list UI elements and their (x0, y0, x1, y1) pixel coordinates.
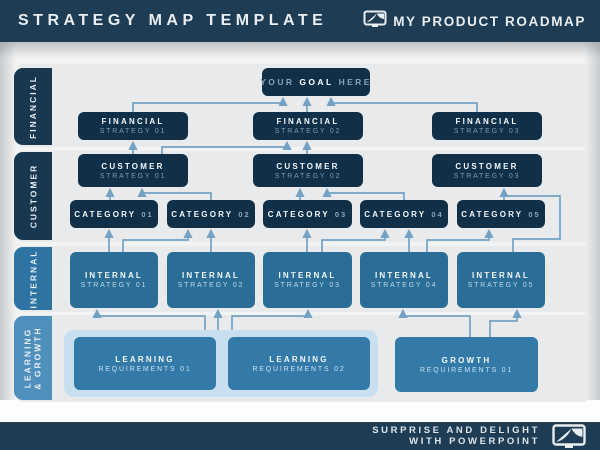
box-subtitle: STRATEGY 01 (80, 282, 148, 289)
box-title: GROWTH (441, 355, 492, 365)
tab-financial-label: FINANCIAL (28, 74, 38, 139)
category-number: 04 (431, 209, 444, 219)
category-label: CATEGORY (364, 209, 427, 219)
tab-learning-label-line1: LEARNING (23, 327, 33, 389)
box-title: INTERNAL (471, 271, 531, 280)
header-bar: STRATEGY MAP TEMPLATE MY PRODUCT ROADMAP (0, 0, 600, 42)
tab-learning-growth: LEARNING & GROWTH (14, 316, 52, 400)
box-title: CUSTOMER (455, 161, 519, 171)
box-subtitle: REQUIREMENTS 02 (252, 365, 346, 373)
internal-strategy-03-box: INTERNAL STRATEGY 03 (263, 252, 352, 308)
monitor-swoosh-icon (363, 10, 387, 33)
box-title: INTERNAL (84, 271, 144, 280)
box-title: CUSTOMER (276, 161, 340, 171)
financial-strategy-02-box: FINANCIAL STRATEGY 02 (253, 112, 363, 140)
box-subtitle: STRATEGY 03 (453, 128, 521, 135)
goal-post: HERE (338, 77, 372, 87)
right-edge-shade (584, 42, 600, 410)
customer-strategy-03-box: CUSTOMER STRATEGY 03 (432, 154, 542, 187)
box-subtitle: REQUIREMENTS 01 (98, 365, 192, 373)
box-subtitle: REQUIREMENTS 01 (419, 366, 514, 374)
tab-financial: FINANCIAL (14, 68, 52, 145)
box-title: FINANCIAL (455, 117, 519, 126)
box-subtitle: STRATEGY 04 (370, 282, 438, 289)
box-title: CUSTOMER (101, 161, 165, 171)
goal-pre: YOUR (260, 77, 295, 87)
brand-name: MY PRODUCT ROADMAP (393, 13, 586, 29)
category-number: 02 (238, 209, 251, 219)
box-subtitle: STRATEGY 03 (274, 282, 341, 289)
customer-strategy-01-box: CUSTOMER STRATEGY 01 (78, 154, 188, 187)
box-title: FINANCIAL (101, 117, 165, 126)
footer-line1: SURPRISE AND DELIGHT (372, 425, 540, 436)
box-subtitle: STRATEGY 02 (274, 128, 342, 135)
category-label: CATEGORY (461, 209, 524, 219)
tab-customer-label: CUSTOMER (28, 163, 38, 229)
category-number: 05 (528, 209, 541, 219)
tab-internal-label: INTERNAL (28, 249, 39, 308)
footer-line2: WITH POWERPOINT (409, 435, 540, 447)
category-label: CATEGORY (267, 209, 330, 219)
tab-learning-label-line2: & GROWTH (33, 326, 43, 390)
internal-strategy-01-box: INTERNAL STRATEGY 01 (70, 252, 158, 308)
footer-tagline: SURPRISE AND DELIGHT WITH POWERPOINT (372, 425, 540, 447)
box-subtitle: STRATEGY 03 (453, 172, 521, 180)
category-label: CATEGORY (171, 209, 234, 219)
growth-requirements-01-box: GROWTH REQUIREMENTS 01 (395, 337, 538, 392)
category-05-box: CATEGORY 05 (457, 200, 545, 228)
category-number: 03 (334, 209, 348, 219)
powerpoint-monitor-swoosh-icon (552, 424, 586, 450)
box-subtitle: STRATEGY 05 (467, 282, 535, 289)
tab-customer: CUSTOMER (14, 152, 52, 240)
box-title: INTERNAL (374, 271, 434, 280)
footer-bar: SURPRISE AND DELIGHT WITH POWERPOINT (0, 422, 600, 450)
box-subtitle: STRATEGY 01 (99, 172, 167, 180)
header-shadow (0, 42, 600, 58)
box-subtitle: STRATEGY 02 (274, 172, 342, 180)
category-label: CATEGORY (74, 209, 137, 219)
box-title: FINANCIAL (276, 117, 340, 126)
goal-box: YOUR GOAL HERE (260, 68, 372, 96)
left-edge-shade (0, 42, 16, 410)
customer-strategy-02-box: CUSTOMER STRATEGY 02 (253, 154, 363, 187)
tab-internal: INTERNAL (14, 247, 52, 310)
box-subtitle: STRATEGY 02 (177, 282, 245, 289)
box-subtitle: STRATEGY 01 (99, 128, 167, 135)
financial-strategy-03-box: FINANCIAL STRATEGY 03 (432, 112, 542, 140)
category-04-box: CATEGORY 04 (360, 200, 448, 228)
box-title: INTERNAL (181, 271, 241, 280)
learning-requirements-01-box: LEARNING REQUIREMENTS 01 (74, 337, 216, 390)
category-03-box: CATEGORY 03 (263, 200, 352, 228)
box-title: INTERNAL (278, 271, 337, 280)
financial-strategy-01-box: FINANCIAL STRATEGY 01 (78, 112, 188, 140)
box-title: LEARNING (269, 354, 329, 364)
bottom-margin (0, 400, 600, 422)
category-02-box: CATEGORY 02 (167, 200, 255, 228)
internal-strategy-04-box: INTERNAL STRATEGY 04 (360, 252, 448, 308)
learning-requirements-02-box: LEARNING REQUIREMENTS 02 (228, 337, 370, 390)
category-number: 01 (141, 209, 154, 219)
goal-text: GOAL (299, 77, 334, 87)
category-01-box: CATEGORY 01 (70, 200, 158, 228)
page-title: STRATEGY MAP TEMPLATE (18, 12, 328, 29)
brand: MY PRODUCT ROADMAP (363, 10, 586, 33)
internal-strategy-05-box: INTERNAL STRATEGY 05 (457, 252, 545, 308)
internal-strategy-02-box: INTERNAL STRATEGY 02 (167, 252, 255, 308)
box-title: LEARNING (115, 354, 175, 364)
